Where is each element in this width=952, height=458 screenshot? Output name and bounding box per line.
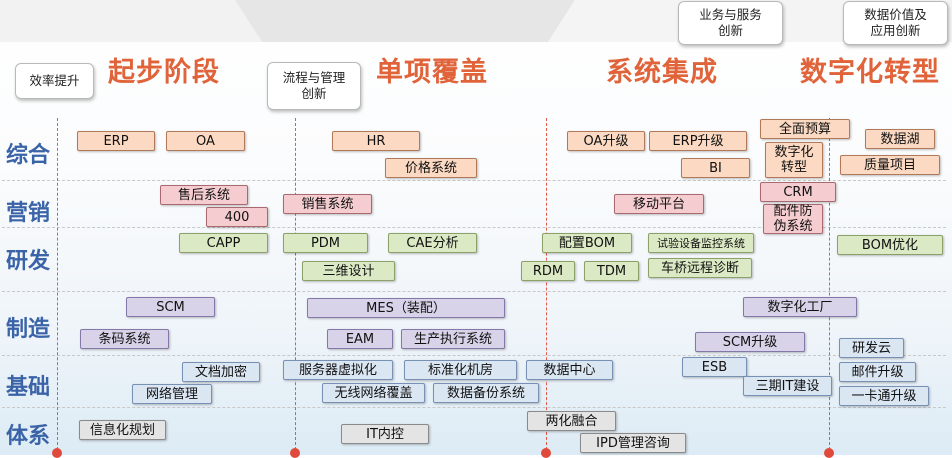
phase-marker: [290, 448, 300, 458]
phase-divider: [295, 118, 296, 455]
box-erp: ERP: [77, 131, 155, 151]
phase-marker: [541, 448, 551, 458]
row-label-foundation: 基础: [6, 375, 51, 400]
box-data-backup: 数据备份系统: [433, 383, 539, 403]
box-scm-upgrade: SCM升级: [695, 332, 805, 352]
box-quality: 质量项目: [840, 155, 940, 175]
box-hr: HR: [332, 131, 420, 151]
box-esb: ESB: [682, 357, 747, 377]
row-divider: [2, 355, 946, 356]
box-scm: SCM: [126, 297, 215, 317]
phase-title-digital: 数字化转型: [800, 57, 940, 88]
phase-title-integration: 系统集成: [606, 57, 718, 88]
phase-divider: [57, 118, 58, 455]
box-rdm: RDM: [521, 261, 575, 281]
box-remote-diagnosis: 车桥远程诊断: [648, 258, 752, 278]
row-label-manufacturing: 制造: [6, 317, 51, 342]
box-cae: CAE分析: [388, 233, 477, 253]
box-wireless: 无线网络覆盖: [322, 383, 425, 403]
phase-marker: [52, 448, 62, 458]
box-bi: BI: [681, 158, 750, 178]
phase-marker: [824, 448, 834, 458]
box-config-bom: 配置BOM: [542, 233, 632, 253]
box-pdm: PDM: [283, 233, 368, 253]
box-server-virtualization: 服务器虚拟化: [283, 360, 393, 380]
callout-data-value: 数据价值及 应用创新: [843, 1, 948, 45]
phase-title-single: 单项覆盖: [376, 57, 488, 88]
box-it-phase3: 三期IT建设: [743, 376, 832, 396]
row-divider: [2, 407, 946, 408]
box-eam: EAM: [327, 329, 393, 349]
box-two-integration: 两化融合: [527, 411, 616, 431]
box-mes: MES（装配）: [307, 298, 505, 318]
row-divider: [2, 227, 946, 228]
box-400: 400: [206, 207, 268, 227]
row-divider: [2, 180, 946, 181]
box-bom-optimize: BOM优化: [837, 235, 943, 255]
callout-efficiency: 效率提升: [15, 63, 94, 99]
box-oa: OA: [166, 131, 245, 151]
box-data-center: 数据中心: [526, 360, 613, 380]
box-digital-factory: 数字化工厂: [743, 297, 857, 317]
box-test-monitor: 试验设备监控系统: [648, 233, 754, 253]
box-info-planning: 信息化规划: [79, 420, 166, 440]
row-label-system: 体系: [6, 424, 51, 449]
box-erp-upgrade: ERP升级: [649, 131, 747, 151]
box-card-upgrade: 一卡通升级: [839, 386, 929, 406]
row-label-rnd: 研发: [6, 249, 51, 274]
box-digital-transform: 数字化 转型: [765, 142, 823, 178]
box-capp: CAPP: [179, 233, 268, 253]
row-label-general: 综合: [6, 143, 51, 168]
box-oa-upgrade: OA升级: [567, 131, 645, 151]
row-label-marketing: 营销: [6, 201, 51, 226]
box-sales-system: 销售系统: [283, 194, 372, 214]
box-standard-room: 标准化机房: [404, 360, 517, 380]
callout-business: 业务与服务 创新: [678, 1, 783, 45]
box-network-mgmt: 网络管理: [132, 384, 212, 404]
box-mobile-platform: 移动平台: [614, 194, 704, 214]
box-3d-design: 三维设计: [302, 261, 395, 281]
box-rd-cloud: 研发云: [839, 338, 904, 358]
box-parts-anticounterfeit: 配件防 伪系统: [763, 204, 823, 234]
top-banner: [0, 0, 952, 42]
box-ipd-consulting: IPD管理咨询: [580, 433, 686, 453]
box-it-control: IT内控: [341, 424, 429, 444]
box-after-sales: 售后系统: [160, 185, 248, 205]
box-price-system: 价格系统: [385, 158, 477, 178]
box-mail-upgrade: 邮件升级: [839, 362, 916, 382]
box-doc-encryption: 文档加密: [182, 362, 260, 382]
row-divider: [2, 291, 946, 292]
box-crm: CRM: [760, 182, 836, 202]
box-execution-system: 生产执行系统: [401, 329, 505, 349]
box-budget: 全面预算: [760, 119, 850, 139]
phase-divider: [546, 118, 547, 455]
callout-process: 流程与管理 创新: [267, 62, 361, 110]
box-barcode: 条码系统: [80, 329, 169, 349]
box-data-lake: 数据湖: [865, 129, 935, 149]
box-tdm: TDM: [584, 261, 639, 281]
phase-divider: [829, 118, 830, 455]
phase-title-start: 起步阶段: [108, 57, 220, 88]
